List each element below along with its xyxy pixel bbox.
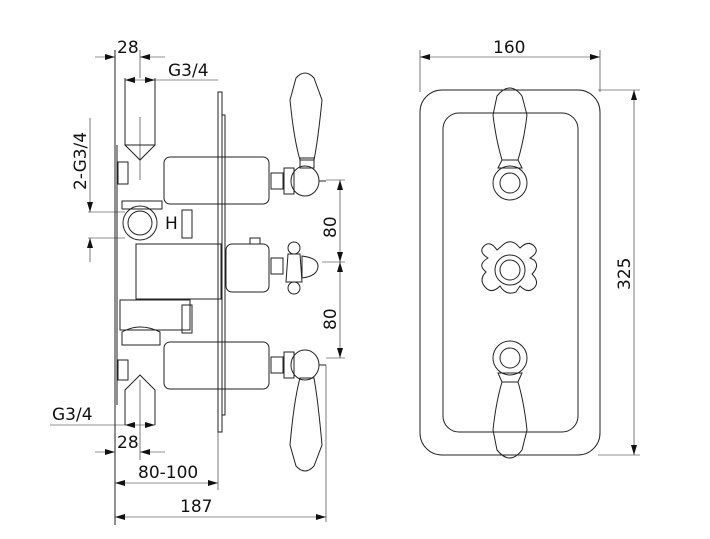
front-upper-hub	[492, 165, 528, 201]
upper-lever-neck	[299, 157, 315, 169]
inner-plate	[442, 112, 579, 433]
front-lower-hub	[492, 340, 528, 376]
dim-top-depth: 28	[117, 38, 139, 58]
middle-valve-front	[225, 243, 270, 293]
dim-bottom-depth: 28	[117, 433, 139, 453]
dim-outlets: 2-G3/4	[71, 132, 91, 190]
front-upper-lever-neck	[497, 159, 523, 169]
lower-valve-body	[163, 341, 270, 390]
cross-handle	[285, 253, 303, 283]
dim-bottom-thread: G3/4	[52, 405, 93, 425]
top-outlet	[117, 78, 156, 185]
dim-spacing-lower: 80	[321, 308, 341, 330]
front-lower-lever-neck	[497, 372, 523, 383]
middle-spindle	[270, 257, 284, 275]
lower-connector	[119, 299, 191, 331]
front-lower-lever	[492, 381, 528, 459]
outer-plate	[419, 89, 601, 456]
bottom-outlet	[117, 359, 156, 460]
lower-spindle	[270, 356, 284, 374]
upper-spindle	[270, 172, 284, 190]
front-cross-handle	[481, 241, 538, 294]
dim-total-depth: 187	[180, 497, 212, 517]
lower-handle-hub	[290, 349, 320, 381]
side-view: H 28 G3/4	[50, 38, 345, 525]
dim-wall-depth: 80-100	[138, 463, 198, 483]
lower-handle-collar	[283, 351, 295, 379]
dim-top-thread: G3/4	[168, 61, 209, 81]
dim-spacing-upper: 80	[321, 216, 341, 238]
hot-outlet: H	[121, 200, 193, 241]
middle-valve-body	[135, 243, 222, 300]
wall-plate-edge	[221, 114, 226, 416]
upper-valve-body	[163, 156, 270, 205]
upper-handle-collar	[283, 167, 295, 195]
upper-handle-hub	[290, 165, 320, 197]
hot-label: H	[165, 214, 178, 234]
front-view: 160 325	[419, 38, 640, 459]
dim-width: 160	[493, 38, 525, 58]
cross-handle-cap	[301, 255, 319, 279]
lower-lever-handle	[289, 377, 323, 472]
front-upper-lever	[492, 87, 528, 161]
dim-height: 325	[615, 258, 635, 290]
upper-lever-handle	[289, 72, 323, 161]
